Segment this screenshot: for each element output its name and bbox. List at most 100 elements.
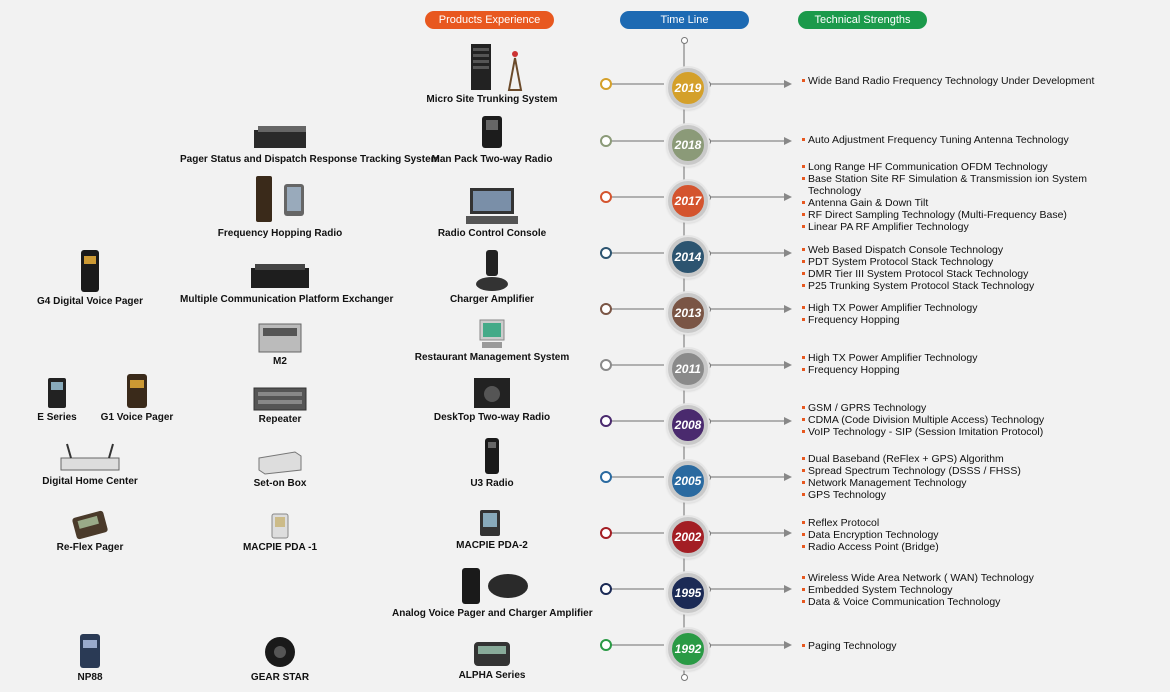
strength-list-2018: Auto Adjustment Frequency Tuning Antenna… [802,134,1102,146]
product-label: Multiple Communication Platform Exchange… [180,294,394,305]
home-center-icon [60,443,120,471]
console-monitor-icon [466,188,518,224]
arrow-head-icon [784,529,792,537]
arrow-head-icon [784,249,792,257]
strength-item: GPS Technology [802,489,1102,501]
strength-item: Network Management Technology [802,477,1102,489]
year-2013: 2013 [668,293,708,333]
arrow-head-icon [784,305,792,313]
strength-item: Reflex Protocol [802,517,1102,529]
timeline-ring [600,135,612,147]
product-label: ALPHA Series [458,670,526,681]
technical-strengths-header: Technical Strengths [798,11,927,29]
product-charger-amplifier: Charger Amplifier [392,248,592,305]
strength-item: Spread Spectrum Technology (DSSS / FHSS) [802,465,1102,477]
g1-pager-icon [127,374,147,408]
product-pda1: MACPIE PDA -1 [180,512,380,553]
product-label: Frequency Hopping Radio [217,228,343,239]
product-label: Repeater [258,414,302,425]
timeline-ring [600,527,612,539]
year-1995: 1995 [668,573,708,613]
rack-unit-icon [254,126,306,148]
strength-item: CDMA (Code Division Multiple Access) Tec… [802,414,1102,426]
strength-item: Data & Voice Communication Technology [802,596,1102,608]
product-label: Radio Control Console [437,228,547,239]
year-2018: 2018 [668,125,708,165]
strength-list-1992: Paging Technology [802,640,1102,652]
strength-item: Antenna Gain & Down Tilt [802,197,1102,209]
timeline-ring [600,247,612,259]
strength-item: GSM / GPRS Technology [802,402,1102,414]
year-2002: 2002 [668,517,708,557]
product-label: Digital Home Center [42,476,138,487]
strength-item: High TX Power Amplifier Technology [802,352,1102,364]
product-label: Charger Amplifier [449,294,535,305]
strength-item: Radio Access Point (Bridge) [802,541,1102,553]
product-u3-radio: U3 Radio [392,434,592,489]
products-experience-header: Products Experience [425,11,554,29]
alpha-pager-icon [474,642,510,666]
pos-terminal-icon [479,319,505,348]
strength-item: P25 Trunking System Protocol Stack Techn… [802,280,1102,292]
strength-item: Wireless Wide Area Network ( WAN) Techno… [802,572,1102,584]
strength-item: Data Encryption Technology [802,529,1102,541]
pda-icon [271,513,289,539]
timeline-ring [600,78,612,90]
year-2005: 2005 [668,461,708,501]
exchanger-box-icon [251,264,309,288]
pda-icon [480,510,500,536]
arrow-head-icon [784,473,792,481]
product-g1-pager: G1 Voice Pager [37,372,237,423]
timeline-ring [600,583,612,595]
gear-star-icon [265,637,295,667]
desktop-radio-icon [474,378,510,408]
e-series-pager-icon [48,378,66,408]
strength-item: DMR Tier III System Protocol Stack Techn… [802,268,1102,280]
year-2011: 2011 [668,349,708,389]
product-label: Micro Site Trunking System [426,94,558,105]
year-2019: 2019 [668,68,708,108]
server-tower-icon [471,44,523,91]
year-2014: 2014 [668,237,708,277]
year-1992: 1992 [668,629,708,669]
strength-item: Embedded System Technology [802,584,1102,596]
strength-item: RF Direct Sampling Technology (Multi-Fre… [802,209,1102,221]
product-label: Man Pack Two-way Radio [431,154,553,165]
charger-icon [476,250,508,291]
product-label: U3 Radio [470,478,514,489]
strength-item: Web Based Dispatch Console Technology [802,244,1102,256]
timeline-start-dot [680,36,688,44]
arrow-head-icon [784,585,792,593]
strength-item: Wide Band Radio Frequency Technology Und… [802,75,1102,87]
m2-unit-icon [258,323,302,353]
product-np88: NP88 [0,632,190,683]
product-m2: M2 [180,322,380,367]
product-desktop-radio: DeskTop Two-way Radio [392,376,592,423]
product-set-on-box: Set-on Box [180,448,380,489]
product-e-series: E Series [0,376,157,423]
arrow-head-icon [784,361,792,369]
timeline-ring [600,415,612,427]
product-repeater: Repeater [180,386,380,425]
product-label: NP88 [77,672,103,683]
strength-item: Paging Technology [802,640,1102,652]
product-label: E Series [37,412,77,423]
strength-item: Auto Adjustment Frequency Tuning Antenna… [802,134,1102,146]
product-restaurant: Restaurant Management System [392,318,592,363]
product-home-center: Digital Home Center [0,442,190,487]
strength-item: PDT System Protocol Stack Technology [802,256,1102,268]
arrow-head-icon [784,417,792,425]
hopping-radio-icon [256,176,304,222]
time-line-header: Time Line [620,11,749,29]
timeline-ring [600,639,612,651]
product-label: M2 [273,356,287,367]
year-2017: 2017 [668,181,708,221]
arrow-head-icon [784,641,792,649]
handheld-radio-icon [485,438,499,474]
strength-list-2017: Long Range HF Communication OFDM Technol… [802,161,1102,233]
product-micro-site: Micro Site Trunking System [392,42,592,105]
